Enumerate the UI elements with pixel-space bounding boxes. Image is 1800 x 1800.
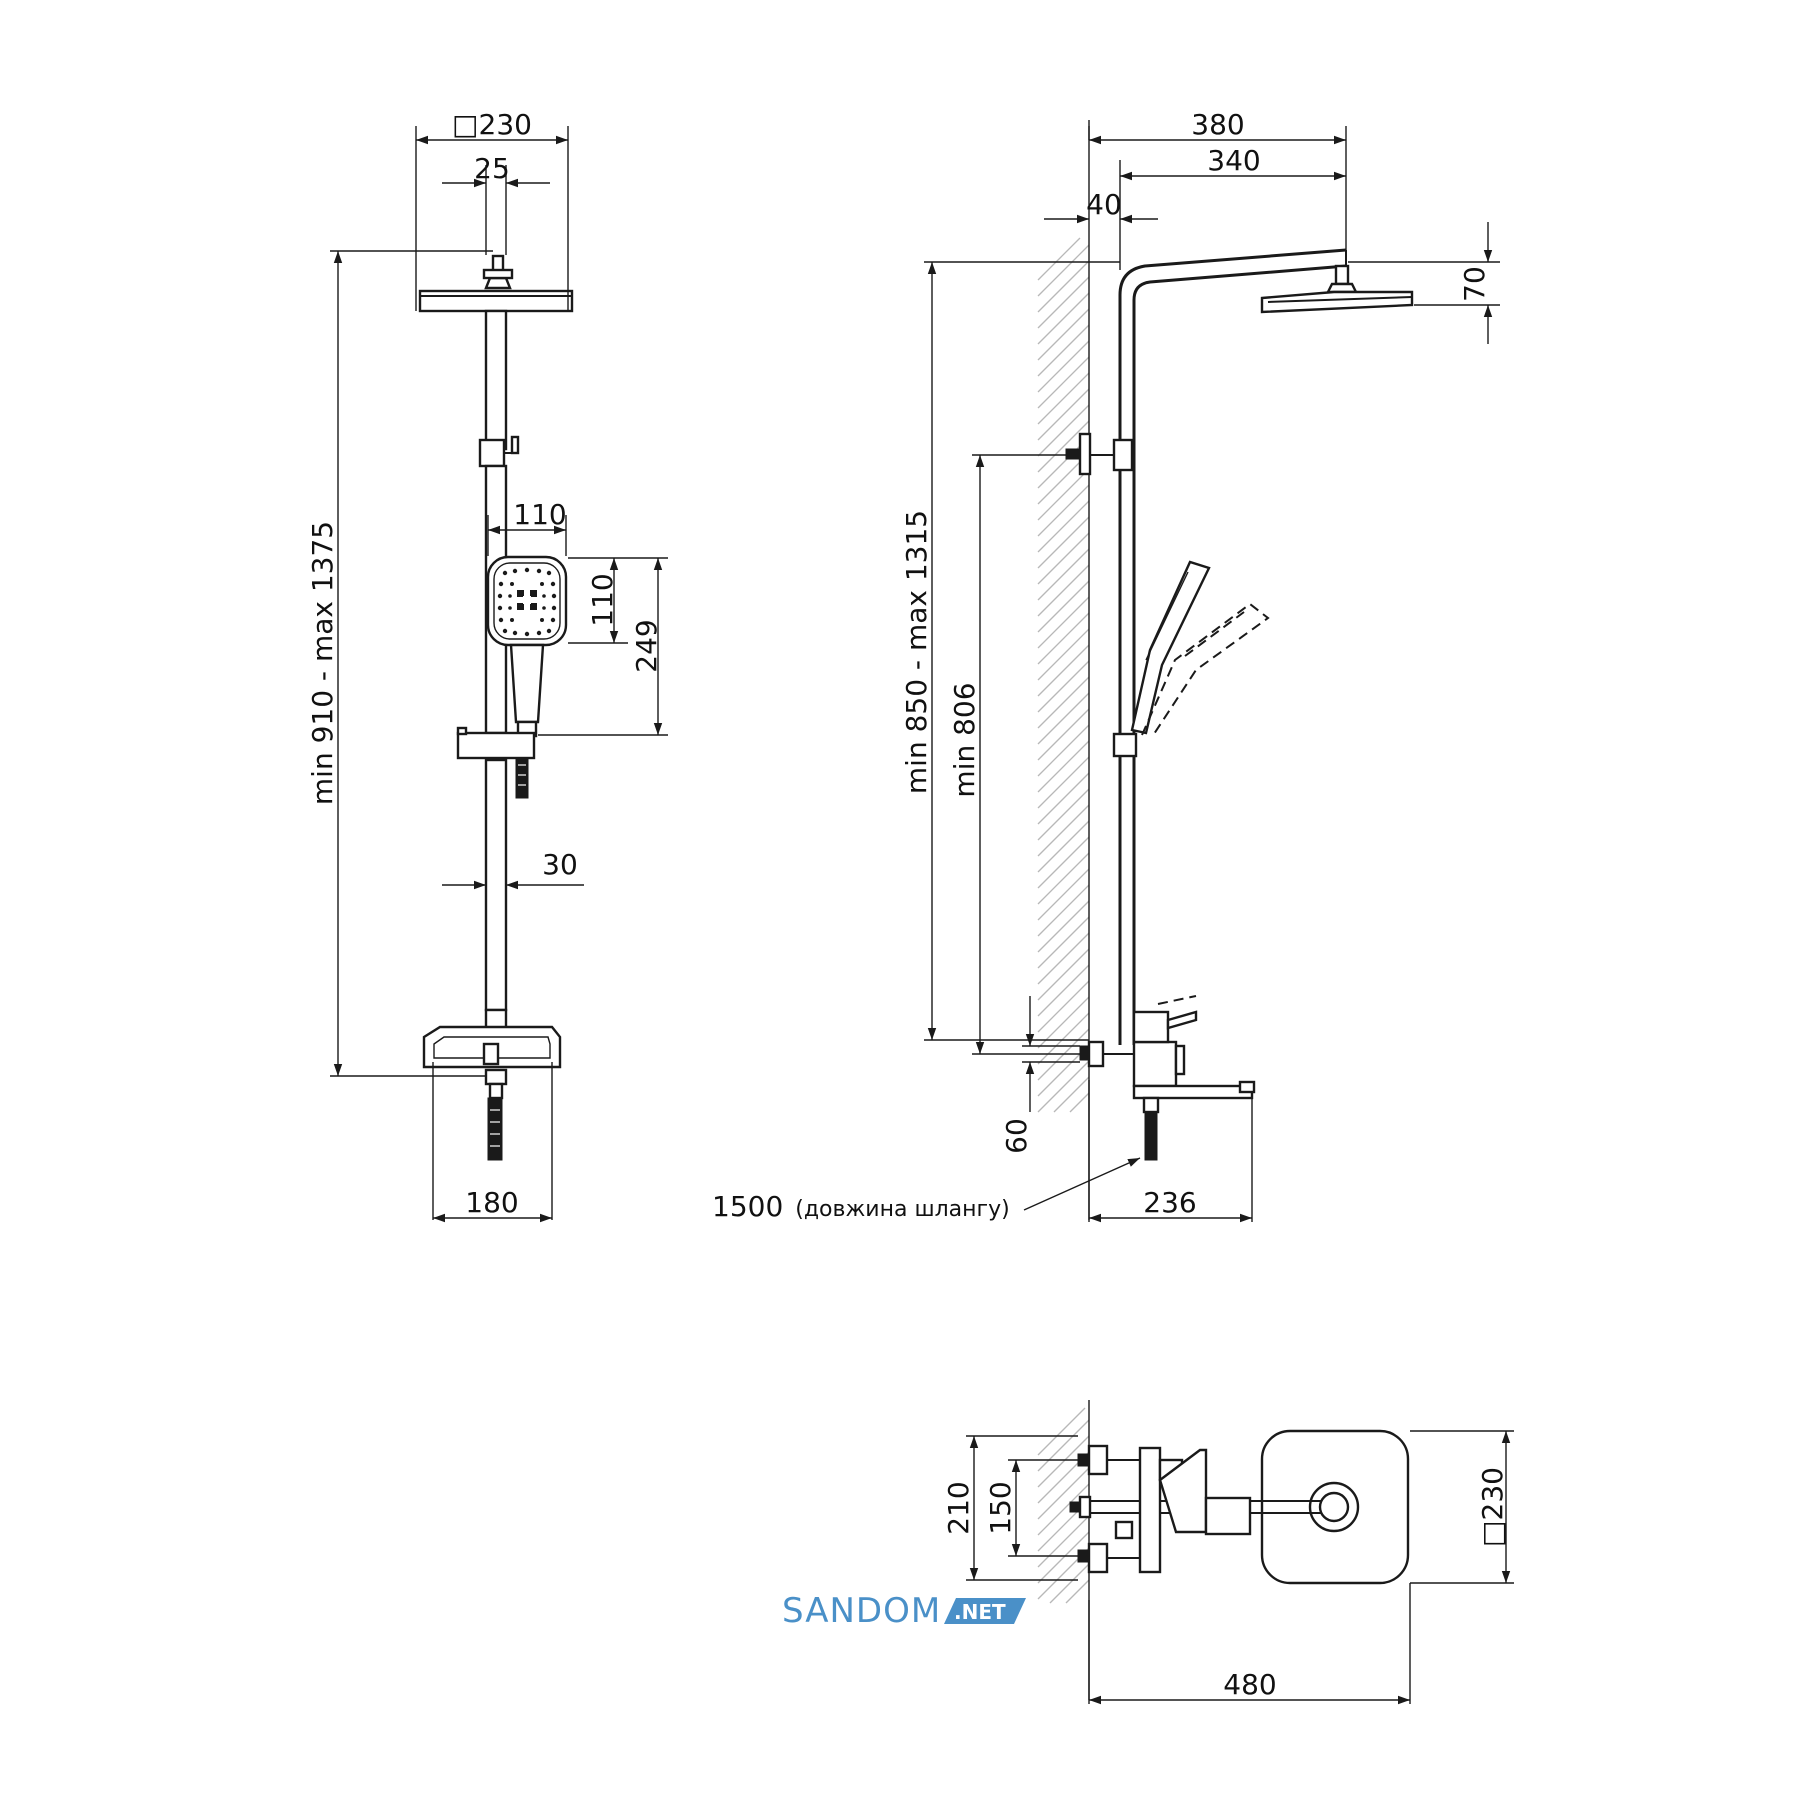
top-overhead-shower	[1260, 1429, 1410, 1585]
top-view: 210 150 □230 480	[942, 1400, 1514, 1705]
dim-outer-depth: 210	[942, 1481, 975, 1534]
dim-wall-offset: 40	[1086, 188, 1122, 221]
dim-head-height: 70	[1458, 266, 1491, 302]
front-dimensions: □230 25 110 110 249 30 min 910 - max 13	[306, 108, 668, 1223]
dim-total-length: 480	[1223, 1668, 1276, 1701]
front-slide-holder	[456, 726, 536, 799]
dim-arm-width: 25	[474, 152, 510, 185]
logo-badge	[944, 1598, 1026, 1624]
dim-mixer-width: 180	[465, 1186, 518, 1219]
front-overhead-shower	[418, 254, 574, 313]
logo-suffix: .NET	[954, 1600, 1006, 1624]
dim-pipe-diameter: 30	[542, 848, 578, 881]
dim-handshower-width: 110	[513, 498, 566, 531]
dim-spout-reach: 236	[1143, 1186, 1196, 1219]
dim-handshower-length: 249	[630, 619, 663, 672]
dim-min-height: min 806	[948, 682, 981, 797]
top-dimensions: 210 150 □230 480	[942, 1430, 1514, 1705]
logo-brand: SANDOM	[782, 1591, 941, 1631]
dim-arm-reach: 380	[1191, 108, 1244, 141]
dim-inlet-offset: 60	[1000, 1118, 1033, 1154]
hose-length-value: 1500	[712, 1190, 783, 1223]
front-view: □230 25 110 110 249 30 min 910 - max 13	[306, 108, 668, 1223]
dim-handshower-head-height: 110	[586, 573, 619, 626]
dim-inlet-spacing: 150	[984, 1481, 1017, 1534]
side-view: 380 340 40 70 min 850 - max 1315 min 806	[712, 108, 1500, 1223]
top-mixer	[1077, 1444, 1252, 1574]
hose-length-label: 1500 (довжина шлангу)	[712, 1190, 1010, 1223]
dim-height-range: min 910 - max 1375	[306, 521, 339, 805]
hose-length-note: (довжина шлангу)	[795, 1197, 1009, 1222]
dim-head-size: □230	[452, 108, 532, 141]
side-mixer	[1079, 995, 1256, 1161]
dim-arm-center: 340	[1207, 144, 1260, 177]
front-hand-shower	[486, 555, 568, 738]
side-riser-and-arm	[1065, 248, 1347, 1045]
side-hand-shower	[1130, 560, 1270, 738]
front-mixer	[422, 1008, 562, 1161]
side-dimensions: 380 340 40 70 min 850 - max 1315 min 806	[712, 108, 1500, 1223]
handshower-nozzles	[497, 567, 557, 637]
dim-top-head-size: □230	[1476, 1467, 1509, 1547]
dim-side-height-range: min 850 - max 1315	[900, 510, 933, 794]
side-overhead-shower	[1260, 264, 1414, 314]
sandom-logo: SANDOM .NET	[782, 1591, 1026, 1631]
side-wall-hatch	[1037, 120, 1090, 1220]
